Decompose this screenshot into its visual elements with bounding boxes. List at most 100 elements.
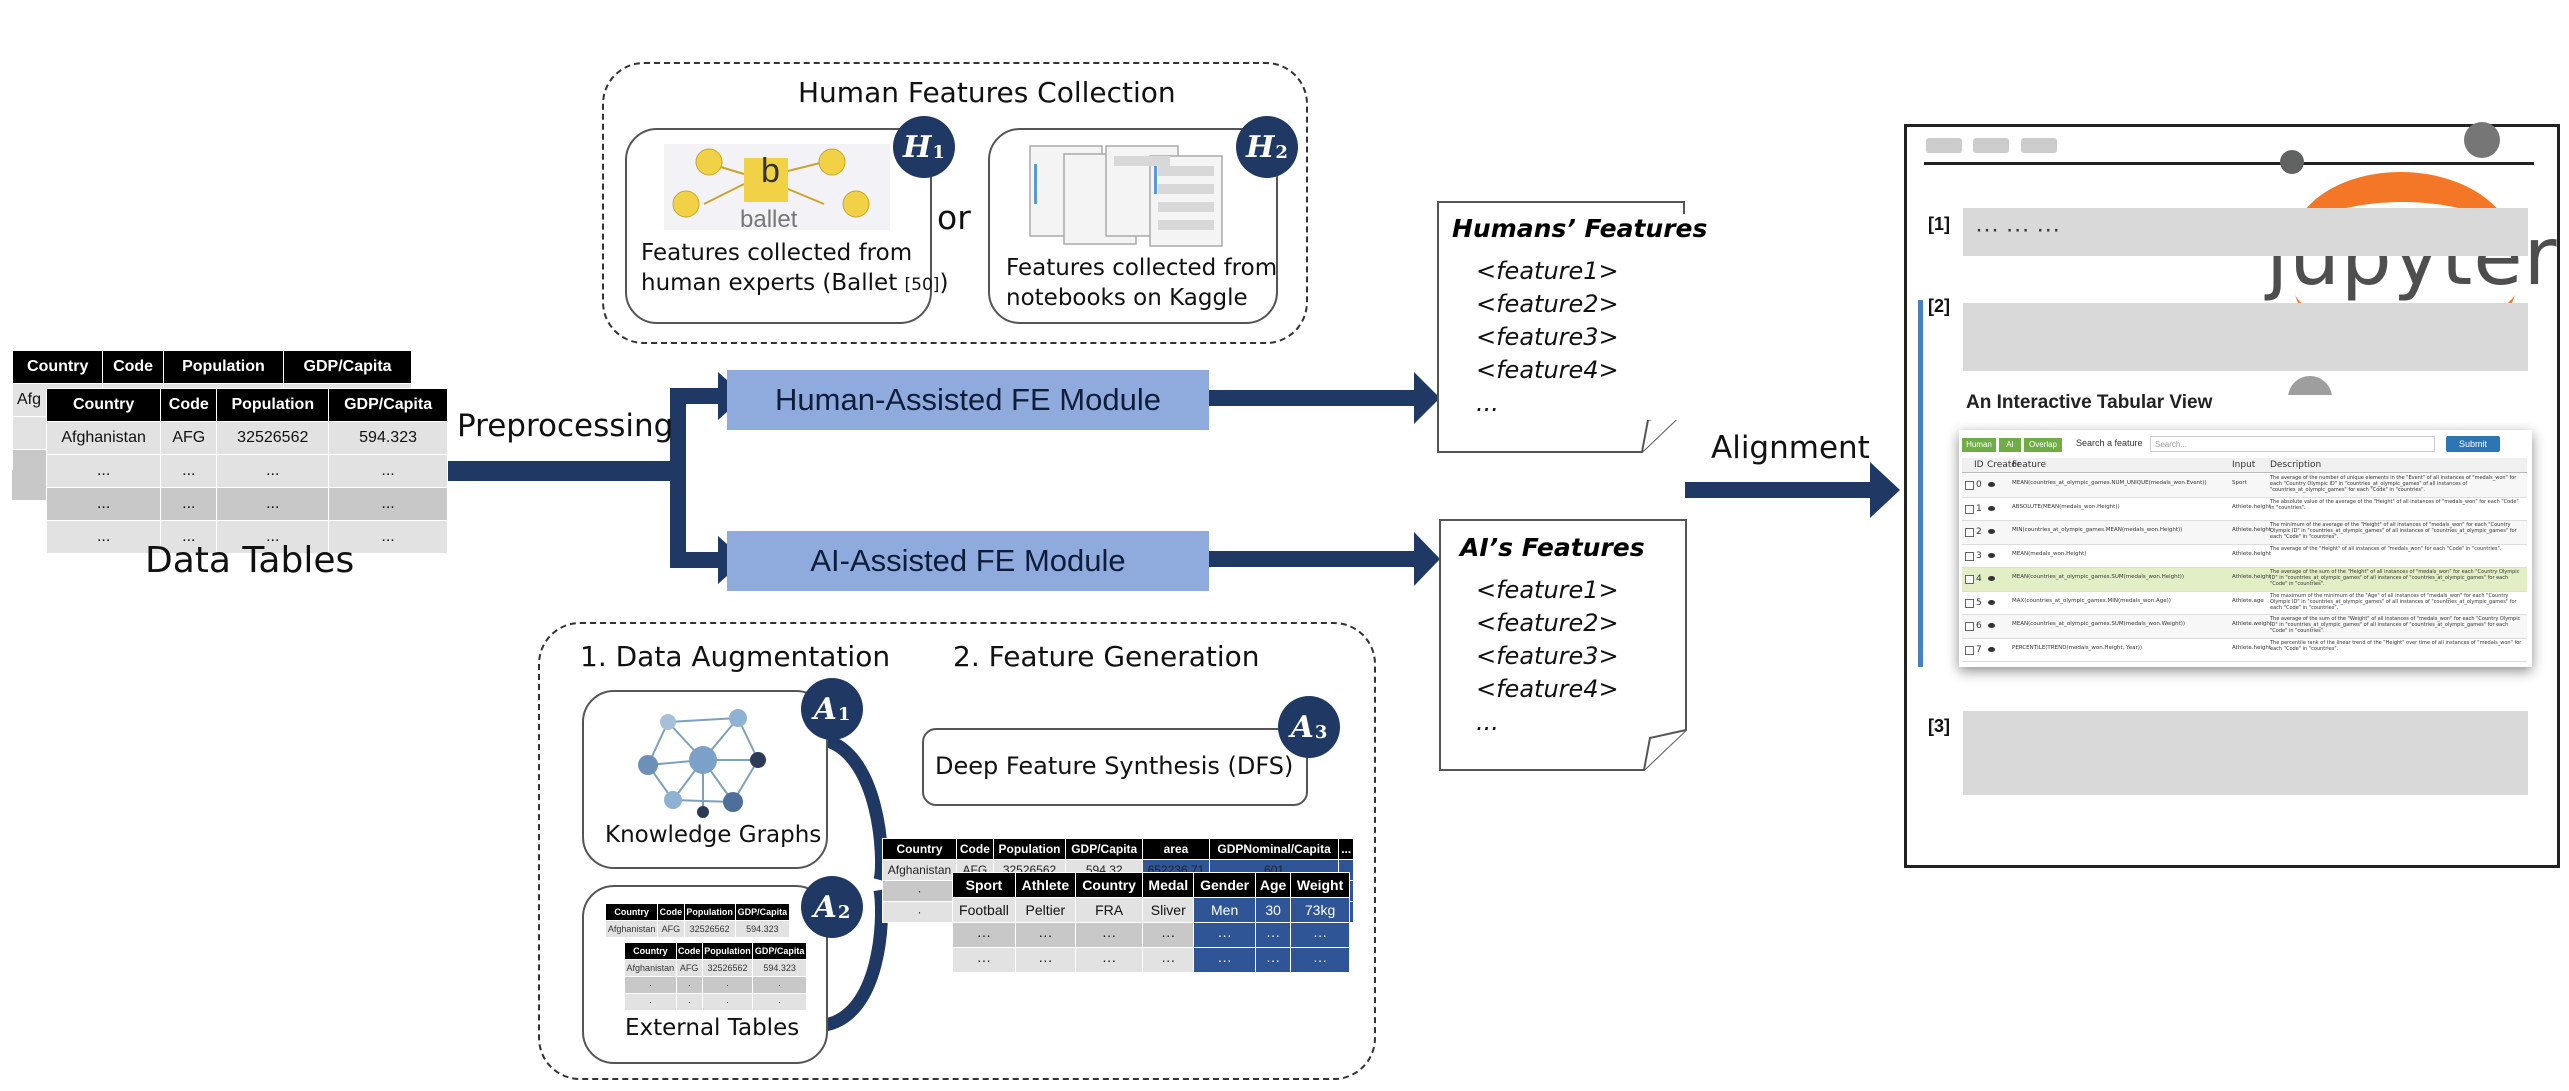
feature-item: <feature3> [1476,642,1619,670]
h2-caption-line1: Features collected from [1006,255,1278,281]
creator-icon [1988,552,1995,558]
feature-row[interactable] [1962,497,2527,521]
header-cell: Code [675,942,703,960]
header-cell: Country [604,903,659,921]
header-cell: GDPNominal/Capita [1208,838,1340,860]
feature-row[interactable] [1962,474,2527,498]
feature-input: Sport [2232,480,2247,486]
header-cell: Code [657,903,685,921]
feature-row[interactable] [1962,591,2527,615]
interactive-view-title: An Interactive Tabular View [1966,392,2213,413]
submit-button[interactable]: Submit [2446,436,2500,452]
search-label: Search a feature [2076,438,2143,448]
feature-name: MIN(countries_at_olympic_games.MEAN(meda… [2012,527,2183,533]
header-cell: GDP/Capita [1065,838,1144,860]
search-input[interactable]: Search... [2150,436,2435,452]
h1-caption-line1: Features collected from [641,240,913,266]
feature-row[interactable] [1962,521,2527,545]
external-tables-label: External Tables [625,1015,800,1041]
code-cell-2[interactable] [1963,303,2528,371]
h1-caption-line2: human experts (Ballet [50]) [641,270,948,296]
ballet-word: ballet [740,206,798,233]
row-checkbox[interactable] [1965,481,1974,490]
cell-3-label: [3] [1928,716,1950,736]
row-id: 0 [1976,480,1982,490]
external-table-1: Country Code Population GDP/Capita Afgha… [604,903,791,938]
table-cell: ... [216,487,330,521]
toolbar-button[interactable] [2021,138,2057,153]
feature-name: MEAN(countries_at_olympic_games.SUM(meda… [2012,621,2186,627]
row-checkbox[interactable] [1965,504,1974,514]
feature-input: Athlete.age [2232,597,2264,604]
row-id: 5 [1976,597,1982,608]
feature-name: MEAN(countries_at_olympic_games.NUM_UNIQ… [2012,480,2207,486]
creator-icon [1988,482,1995,487]
header-cell: Country [1074,872,1144,898]
table-cell: AFG [675,959,703,977]
header-cell: ... [1338,838,1354,860]
tab-overlap[interactable]: Overlap [2024,438,2062,452]
branch-top [670,388,720,404]
row-checkbox[interactable] [1965,551,1974,561]
table-cell: Sliver [1142,897,1195,923]
code-cell-1[interactable] [1963,208,2528,256]
row-checkbox[interactable] [1965,622,1974,631]
ballet-reference: [50] [904,275,940,295]
row-id: 7 [1976,644,1982,655]
creator-icon [1988,646,1995,652]
row-checkbox[interactable] [1965,598,1974,608]
column-header: Feature [2012,460,2047,470]
knowledge-graphs-label: Knowledge Graphs [605,822,822,848]
split-line [670,388,686,568]
table-cell: 30 [1255,897,1292,923]
feature-row[interactable] [1962,615,2527,639]
table-cell: 73kg [1290,897,1350,923]
feature-row[interactable] [1962,638,2527,662]
header-cell: Population [992,838,1067,860]
tab-human[interactable]: Human [1962,438,1996,452]
row-checkbox[interactable] [1965,645,1974,655]
header-cell: Population [216,388,330,422]
feature-description: The average of the "Height" of all insta… [2270,545,2502,552]
header-cell: Population [701,942,754,960]
table-cell: ... [328,454,448,488]
toolbar-button[interactable] [1973,138,2009,153]
feature-description: The average of the number of unique elem… [2270,475,2517,493]
ballet-logo-letter: b [761,152,780,190]
table-cell: ... [45,520,162,554]
table-cell: ... [328,520,448,554]
code-cell-3[interactable] [1963,711,2528,795]
table-cell: Football [952,897,1016,923]
badge-sub: 2 [1275,141,1288,163]
data-tables-label: Data Tables [145,540,355,581]
row-id: 6 [1976,621,1982,631]
header-cell: Code [102,350,164,384]
feature-item: <feature1> [1476,576,1619,604]
table-cell: 32526562 [683,920,736,938]
badge-letter: H [903,129,932,165]
toolbar-button[interactable] [1926,138,1962,153]
feature-item: <feature2> [1476,609,1619,637]
row-checkbox[interactable] [1965,575,1974,584]
feature-item: <feature4> [1476,356,1619,384]
humans-features-note: Humans’ Features <feature1> <feature2> <… [1452,214,1708,420]
branch-bottom [670,552,720,568]
feature-name: PERCENTILE(TREND(medals_won.Height, Year… [2012,644,2143,651]
feature-row[interactable] [1962,568,2527,592]
tab-ai[interactable]: AI [1999,438,2021,452]
feature-row[interactable] [1962,544,2527,568]
data-tables-stack: Country Code Population GDP/Capita Afg C… [11,350,452,554]
arrow-head-human [1414,372,1440,424]
row-checkbox[interactable] [1965,528,1974,537]
data-table-front: Country Code Population GDP/Capita Afgha… [45,388,448,554]
human-assisted-module: Human-Assisted FE Module [727,370,1209,430]
table-cell: Afghanistan [624,959,677,977]
toolbar-divider [1924,162,2534,165]
feature-name: MAX(countries_at_olympic_games.MIN(medal… [2012,597,2171,604]
badge-letter: H [1246,129,1275,165]
header-cell: Age [1255,872,1292,898]
table-cell: Afghanistan [882,859,957,881]
table-cell: Afghanistan [604,920,659,938]
creator-icon [1988,623,1995,628]
